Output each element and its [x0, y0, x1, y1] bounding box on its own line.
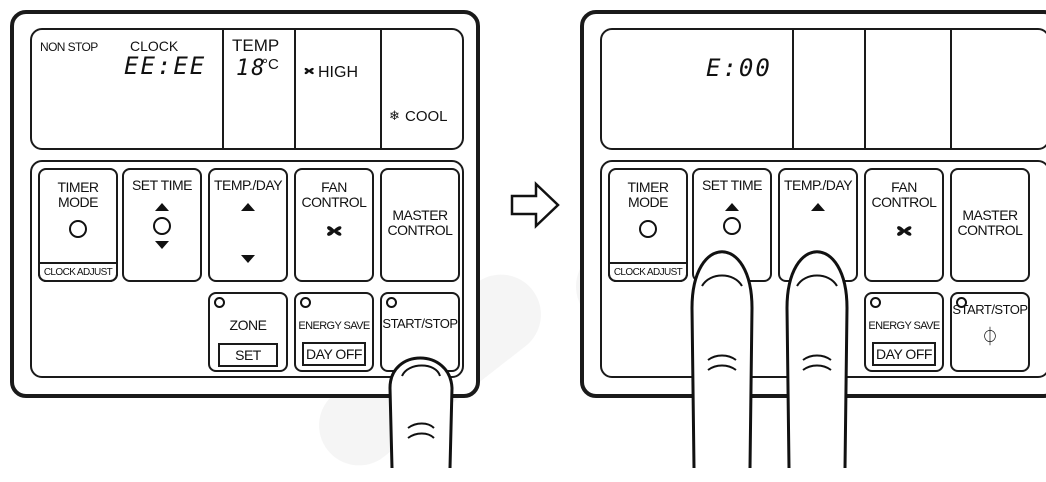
temp-value: 18	[236, 56, 267, 81]
left-controller-panel: NON STOP CLOCK EE:EE TEMP 18 °C HIGH ❄ C…	[10, 10, 480, 398]
start-stop-button[interactable]: START/STOP ⏀	[950, 292, 1030, 372]
timer-mode-label-1: TIMER	[627, 179, 669, 195]
start-stop-label: START/STOP	[382, 316, 458, 331]
set-label: SET	[218, 343, 278, 367]
day-off-label: DAY OFF	[302, 342, 366, 366]
zone-button[interactable]: ZONE SET	[208, 292, 288, 372]
master-control-button[interactable]: MASTER CONTROL	[380, 168, 460, 282]
clock-icon	[639, 220, 657, 238]
start-stop-led-icon	[956, 297, 967, 308]
set-time-label: SET TIME	[131, 177, 193, 193]
fan-control-button[interactable]: FAN CONTROL	[294, 168, 374, 282]
pressing-finger-icon	[775, 238, 865, 473]
right-arrow-icon	[510, 180, 560, 235]
zone-label: ZONE	[229, 317, 267, 333]
timer-mode-label-2: MODE	[58, 194, 99, 210]
timer-mode-button[interactable]: TIMER MODE CLOCK ADJUST	[38, 168, 118, 282]
up-arrow-icon[interactable]	[241, 203, 255, 211]
temp-label: TEMP	[232, 36, 280, 55]
up-arrow-icon[interactable]	[155, 203, 169, 211]
fan-control-label-2: CONTROL	[871, 194, 937, 210]
mode-value: COOL	[405, 108, 448, 125]
temp-day-button[interactable]: TEMP./DAY	[208, 168, 288, 282]
nonstop-label: NON STOP	[40, 40, 98, 54]
fan-control-label-1: FAN	[891, 179, 917, 195]
fan-icon	[296, 220, 372, 247]
fan-icon	[866, 220, 942, 247]
down-arrow-icon[interactable]	[241, 255, 255, 263]
clock-icon	[69, 220, 87, 238]
timer-mode-button[interactable]: TIMER MODE CLOCK ADJUST	[608, 168, 688, 282]
left-button-area: TIMER MODE CLOCK ADJUST SET TIME TEMP./D…	[30, 160, 464, 378]
energy-save-button[interactable]: ENERGY SAVE DAY OFF	[294, 292, 374, 372]
right-controller-panel: E:00 TIMER MODE CLOCK ADJUST SET TIME TE…	[580, 10, 1046, 398]
up-arrow-icon[interactable]	[811, 203, 825, 211]
right-display: E:00	[600, 28, 1046, 150]
clock-icon	[153, 217, 171, 235]
timer-mode-label-1: TIMER	[57, 179, 99, 195]
snowflake-icon: ❄	[389, 108, 400, 123]
zone-led-icon	[214, 297, 225, 308]
fan-control-label-2: CONTROL	[301, 194, 367, 210]
pressing-finger-icon	[380, 318, 470, 473]
energy-save-led-icon	[870, 297, 881, 308]
master-control-label-1: MASTER	[962, 207, 1018, 223]
energy-save-led-icon	[300, 297, 311, 308]
left-display: NON STOP CLOCK EE:EE TEMP 18 °C HIGH ❄ C…	[30, 28, 464, 150]
timer-mode-label-2: MODE	[628, 194, 669, 210]
temp-day-label: TEMP./DAY	[213, 177, 283, 193]
up-arrow-icon[interactable]	[725, 203, 739, 211]
master-control-label-2: CONTROL	[387, 222, 453, 238]
start-stop-label: START/STOP	[952, 302, 1028, 317]
energy-save-label: ENERGY SAVE	[868, 320, 940, 332]
fan-control-label-1: FAN	[321, 179, 347, 195]
set-time-button[interactable]: SET TIME	[122, 168, 202, 282]
energy-save-label: ENERGY SAVE	[298, 320, 370, 332]
clock-adjust-label[interactable]: CLOCK ADJUST	[608, 262, 688, 282]
fan-control-button[interactable]: FAN CONTROL	[864, 168, 944, 282]
pressing-finger-icon	[680, 238, 770, 473]
temp-day-button[interactable]: TEMP./DAY	[778, 168, 858, 282]
clock-value: E:00	[706, 54, 772, 82]
master-control-label-1: MASTER	[392, 207, 448, 223]
clock-adjust-label[interactable]: CLOCK ADJUST	[38, 262, 118, 282]
clock-label: CLOCK	[130, 38, 179, 54]
temp-unit: °C	[262, 56, 279, 73]
clock-icon	[723, 217, 741, 235]
fan-speed: HIGH	[318, 64, 358, 81]
set-time-label: SET TIME	[701, 177, 763, 193]
day-off-label: DAY OFF	[872, 342, 936, 366]
down-arrow-icon[interactable]	[155, 241, 169, 249]
master-control-label-2: CONTROL	[957, 222, 1023, 238]
power-icon: ⏀	[981, 327, 999, 347]
clock-value: EE:EE	[124, 52, 207, 80]
temp-day-label: TEMP./DAY	[783, 177, 853, 193]
fan-icon	[302, 64, 316, 83]
start-stop-led-icon	[386, 297, 397, 308]
master-control-button[interactable]: MASTER CONTROL	[950, 168, 1030, 282]
energy-save-button[interactable]: ENERGY SAVE DAY OFF	[864, 292, 944, 372]
